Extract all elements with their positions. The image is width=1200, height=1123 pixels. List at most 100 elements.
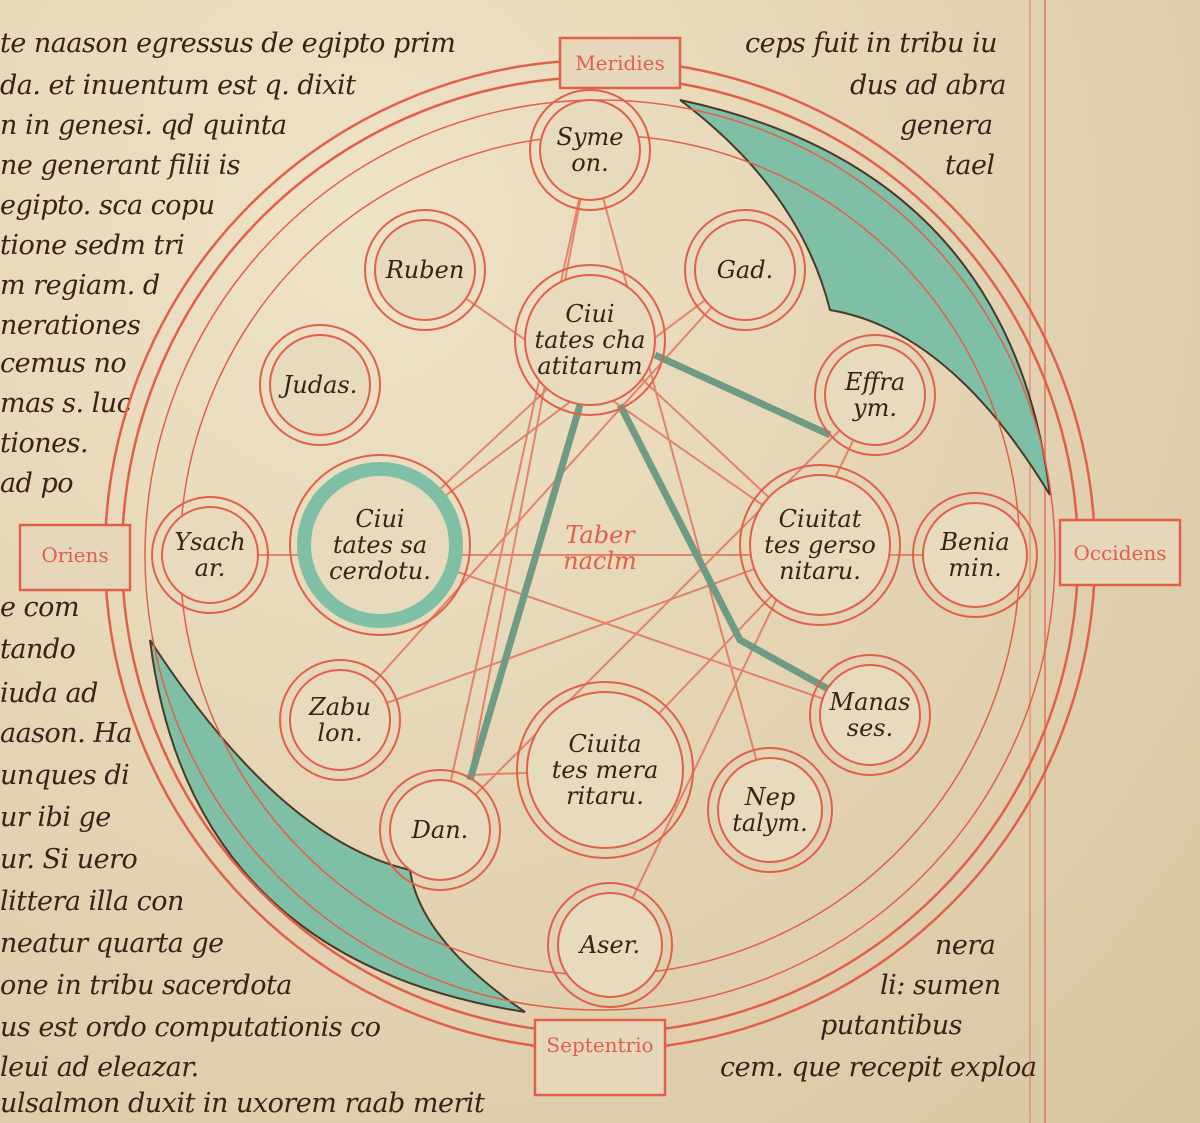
node-label: Benia xyxy=(939,528,1009,556)
manuscript-line: leui ad eleazar. xyxy=(0,1052,199,1083)
node-circle xyxy=(547,882,673,1008)
node-circle xyxy=(814,334,936,456)
node-label: ym. xyxy=(852,394,897,422)
manuscript-line: tael xyxy=(945,150,995,181)
manuscript-line: ur. Si uero xyxy=(0,844,138,875)
node-label: Ciui xyxy=(355,505,404,533)
green-ring xyxy=(297,462,463,628)
node-label: min. xyxy=(948,554,1002,582)
cardinal-occidens: Occidens xyxy=(1074,541,1167,565)
node-circle xyxy=(151,496,269,614)
node-circle xyxy=(749,474,891,616)
manuscript-line: iuda ad xyxy=(0,678,98,709)
node-label: Syme xyxy=(557,123,624,151)
node-aser: Aser. xyxy=(547,882,673,1008)
node-label: nitaru. xyxy=(779,557,861,585)
node-circle xyxy=(694,219,796,321)
node-label: Gad. xyxy=(717,256,773,284)
node-label: lon. xyxy=(317,719,362,747)
node-circle xyxy=(824,344,926,446)
manuscript-line: nerationes xyxy=(0,310,141,341)
node-circle xyxy=(529,89,651,211)
node-circle xyxy=(364,209,486,331)
green-crescent-bottom-left xyxy=(149,639,526,1013)
manuscript-line: ceps fuit in tribu iu xyxy=(745,28,998,59)
node-label: Ciuita xyxy=(568,730,641,758)
manuscript-line: ur ibi ge xyxy=(0,802,111,833)
node-circle xyxy=(819,664,921,766)
node-circle xyxy=(684,209,806,331)
node-circle xyxy=(379,769,501,891)
manuscript-line: nera xyxy=(935,930,996,961)
node-gad: Gad. xyxy=(684,209,806,331)
manuscript-line: littera illa con xyxy=(0,886,184,917)
node-circle xyxy=(526,691,684,849)
node-label: ses. xyxy=(847,714,893,742)
node-label: on. xyxy=(571,149,609,177)
node-dan: Dan. xyxy=(379,769,501,891)
node-label: tes gerso xyxy=(764,531,876,559)
manuscript-line: cemus no xyxy=(0,348,127,379)
node-label: Manas xyxy=(829,688,911,716)
cardinal-septentrio: Septentrio xyxy=(546,1033,653,1057)
node-label: tates cha xyxy=(535,326,646,354)
manuscript-line: m regiam. d xyxy=(0,270,160,301)
manuscript-line: li: sumen xyxy=(880,970,1001,1001)
node-circle xyxy=(809,654,931,776)
node-circle xyxy=(374,219,476,321)
node-label: tes mera xyxy=(552,756,659,784)
node-circle xyxy=(389,779,491,881)
manuscript-line: mas s. luc xyxy=(0,388,132,419)
node-label: Zabu xyxy=(308,693,371,721)
manuscript-line: egipto. sca copu xyxy=(0,190,215,221)
node-circle xyxy=(259,324,381,446)
manuscript-line: te naason egressus de egipto prim xyxy=(0,28,456,59)
manuscript-line: tione sedm tri xyxy=(0,230,185,261)
cardinal-oriens: Oriens xyxy=(41,543,108,567)
node-circle xyxy=(707,747,833,873)
node-circle xyxy=(514,264,666,416)
node-label: tates sa xyxy=(333,531,427,559)
manuscript-line: neatur quarta ge xyxy=(0,928,224,959)
node-label: ar. xyxy=(195,554,226,582)
manuscript-line: dus ad abra xyxy=(850,70,1006,101)
node-circle xyxy=(557,892,663,998)
node-circle xyxy=(524,274,656,406)
node-circle xyxy=(269,334,371,436)
manuscript-line: cem. que recepit exploa xyxy=(720,1052,1037,1083)
node-label: Dan. xyxy=(411,816,469,844)
manuscript-line: da. et inuentum est q. dixit xyxy=(0,70,356,101)
node-circle xyxy=(912,492,1038,618)
manuscript-line: e com xyxy=(0,592,80,623)
node-label: Nep xyxy=(744,783,796,811)
green-crescent-top-right xyxy=(679,99,1051,496)
green-bands xyxy=(466,351,832,781)
node-label: cerdotu. xyxy=(329,557,431,585)
cardinal-box-left xyxy=(18,523,132,592)
node-label: talym. xyxy=(732,809,808,837)
manuscript-line: genera xyxy=(900,110,993,141)
node-circle xyxy=(289,669,391,771)
cardinal-box-right xyxy=(1058,518,1182,587)
node-circle xyxy=(922,502,1028,608)
node-label: Effra xyxy=(844,368,905,396)
node-label: Ysach xyxy=(174,528,245,556)
manuscript-line: one in tribu sacerdota xyxy=(0,970,292,1001)
manuscript-line: tando xyxy=(0,634,76,665)
node-circle xyxy=(516,681,694,859)
manuscript-line: us est ordo computationis co xyxy=(0,1012,381,1043)
node-label: Ciuitat xyxy=(779,505,862,533)
node-label: naclm xyxy=(563,547,637,575)
cardinal-box-top xyxy=(558,36,682,90)
node-circle xyxy=(739,464,901,626)
